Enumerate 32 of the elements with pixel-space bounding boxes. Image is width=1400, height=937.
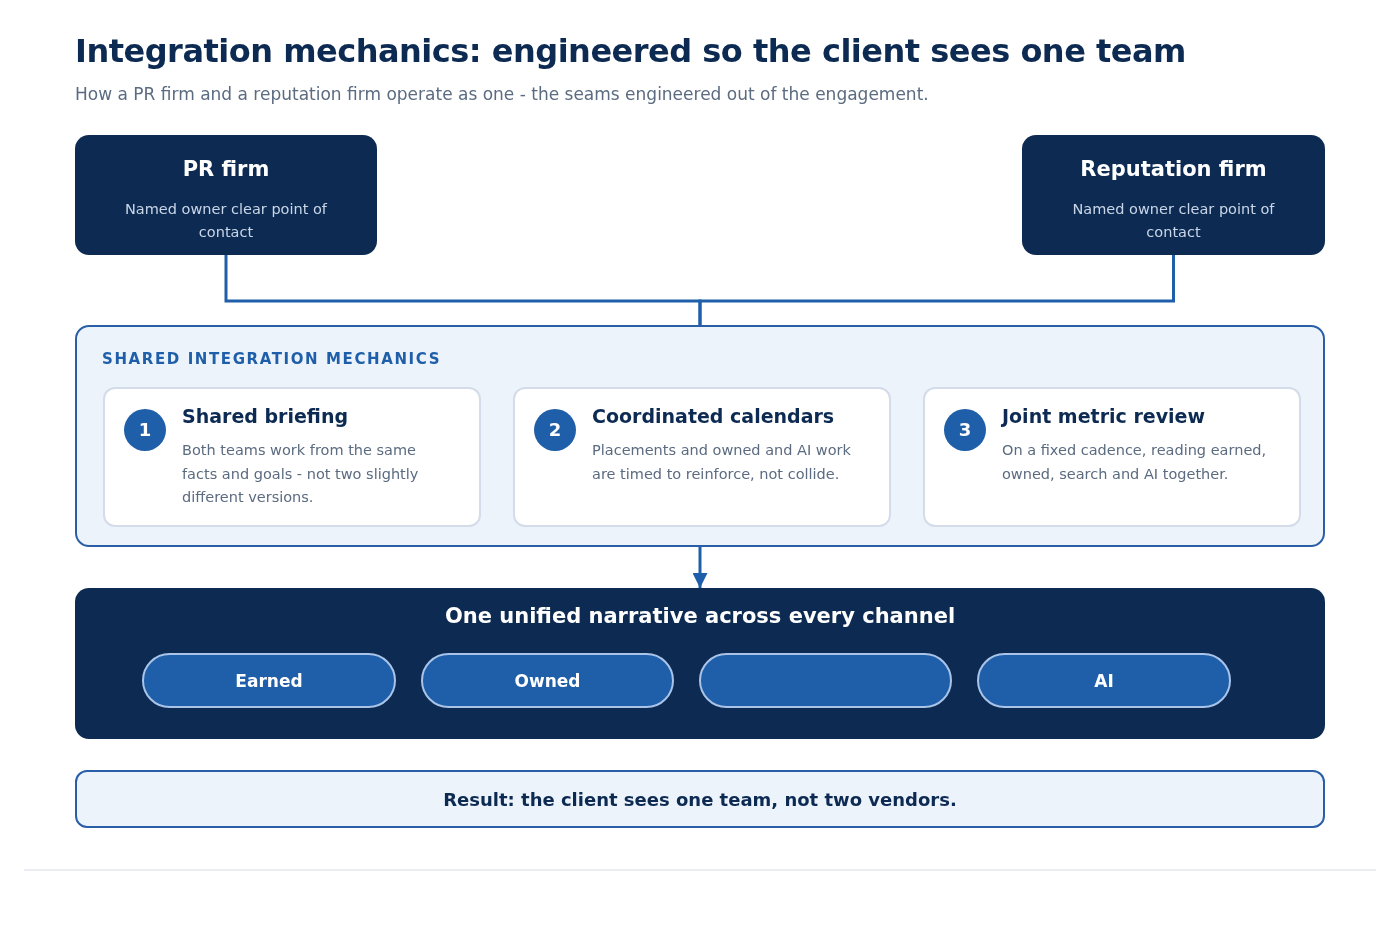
channel-pill: Owned: [421, 653, 674, 708]
result-text: Result: the client sees one team, not two vendors.: [442, 789, 958, 810]
mechanism-card: [923, 387, 1301, 527]
card-description: On a fixed cadence, reading earned, owned, search and AI together.: [1002, 441, 1268, 484]
channel-pill: AI: [977, 653, 1231, 708]
step-number: 1: [124, 409, 166, 451]
mechanics-panel: [75, 325, 1325, 547]
step-number: 3: [944, 409, 986, 451]
firm-role: Named owner clear point of contact: [1072, 200, 1275, 242]
card-description: Both teams work from the same facts and goals - not two slightly different versions.: [182, 441, 420, 507]
narrative-heading: One unified narrative across every channel: [443, 604, 957, 628]
connector-line: [698, 255, 1175, 325]
firm-role: Named owner clear point of contact: [125, 200, 327, 242]
card-description: Placements and owned and AI work are timed to reinforce, not collide.: [592, 441, 852, 484]
step-number: 2: [534, 409, 576, 451]
card-heading: Shared briefing: [182, 405, 349, 427]
arrow: [692, 547, 708, 588]
card-heading: Coordinated calendars: [592, 405, 835, 427]
mechanism-card: [103, 387, 481, 527]
channel-pill: Earned: [142, 653, 396, 708]
result-box: [75, 770, 1325, 828]
narrative-band: [75, 588, 1325, 739]
firm-box: [75, 135, 377, 255]
diagram-caption: How a PR firm and a reputation firm operate as one - the seams engineered out of the engagement.: [75, 84, 929, 104]
channel-pill: [699, 653, 952, 708]
mechanism-card: [513, 387, 891, 527]
firm-name: PR firm: [181, 157, 271, 181]
firm-name: Reputation firm: [1079, 157, 1268, 181]
diagram-title: Integration mechanics: engineered so the client sees one team: [75, 32, 1186, 70]
section-heading: SHARED INTEGRATION MECHANICS: [102, 350, 442, 368]
card-heading: Joint metric review: [1002, 405, 1205, 427]
firm-box: [1022, 135, 1325, 255]
